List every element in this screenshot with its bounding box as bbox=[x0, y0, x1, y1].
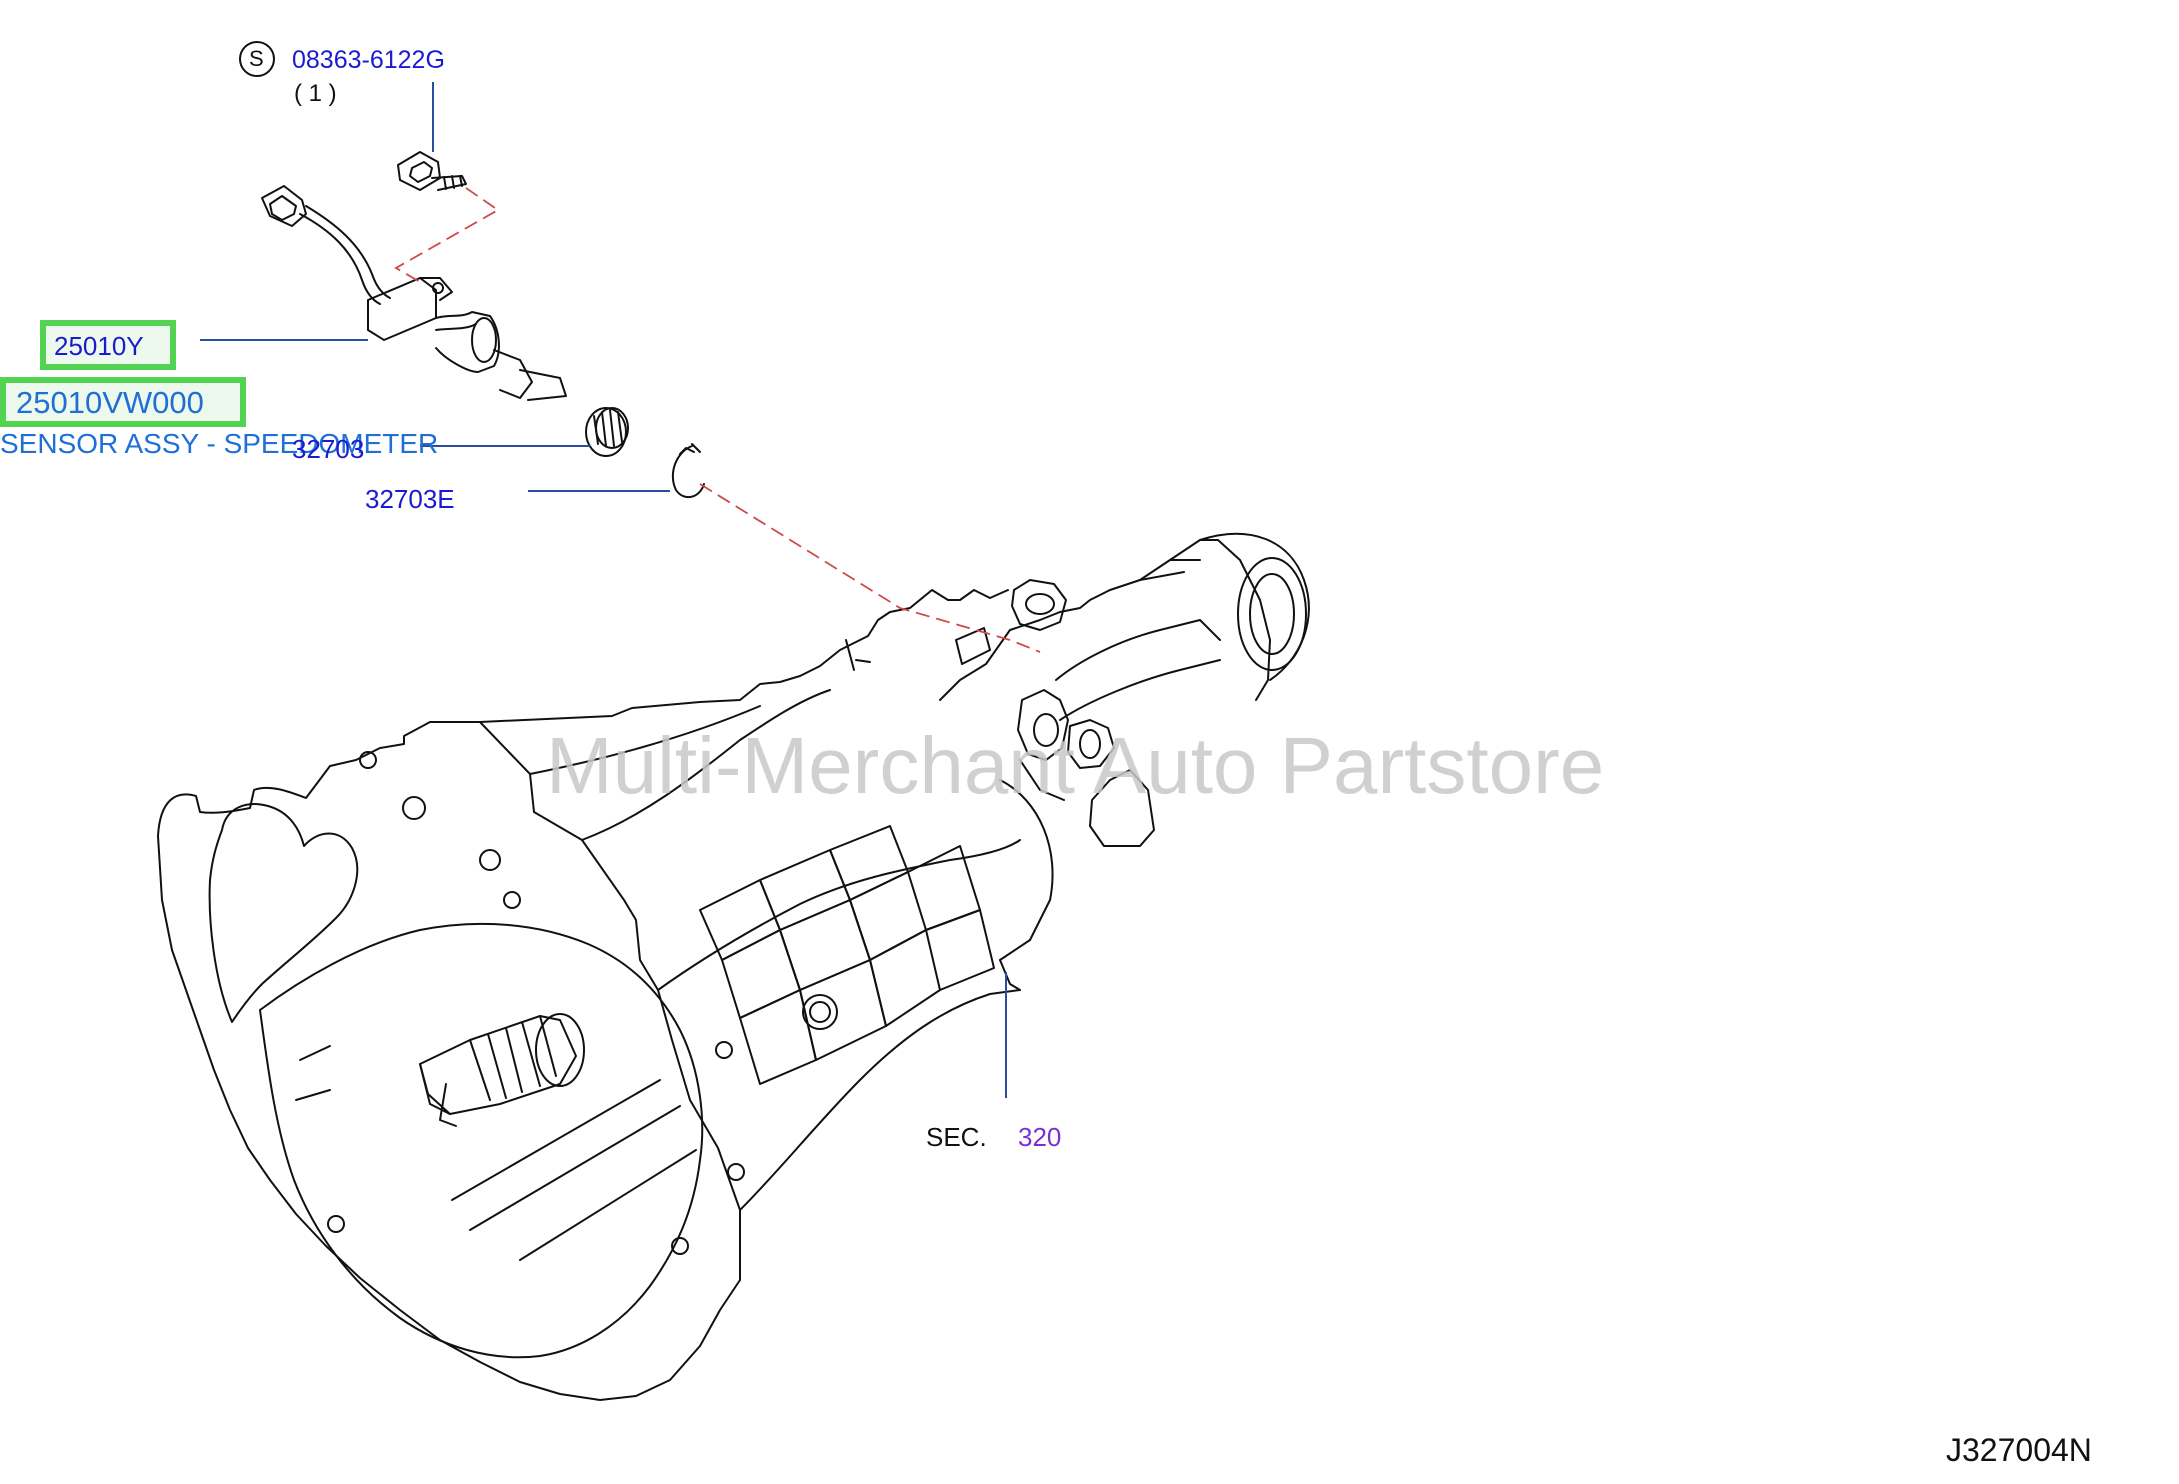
sensor-part-name: SENSOR ASSY - SPEEDOMETER bbox=[0, 428, 439, 459]
transmission-icon bbox=[157, 532, 1310, 1401]
dashed-clip-path bbox=[699, 483, 1041, 653]
diagram-code: J327004N bbox=[1946, 1432, 2092, 1468]
screw-quantity: ( 1 ) bbox=[294, 80, 337, 107]
section-number-link[interactable]: 320 bbox=[1018, 1122, 1062, 1152]
speedometer-sensor-icon bbox=[261, 185, 567, 401]
gear-code-link[interactable]: 32703 bbox=[292, 434, 365, 464]
screw-symbol-label: S bbox=[249, 46, 264, 71]
drive-gear-icon bbox=[585, 407, 629, 457]
sensor-code-link[interactable]: 25010Y bbox=[54, 331, 144, 361]
screw-symbol-circle bbox=[239, 41, 275, 77]
dashed-bolt-path bbox=[394, 187, 500, 283]
bolt-icon bbox=[397, 151, 467, 191]
screw-part-number-link[interactable]: 08363-6122G bbox=[292, 46, 445, 74]
sensor-part-number-highlight bbox=[0, 377, 246, 427]
clip-code-link[interactable]: 32703E bbox=[365, 484, 455, 514]
circlip-icon bbox=[671, 443, 705, 499]
sensor-part-number-link[interactable]: 25010VW000 bbox=[16, 385, 204, 420]
sensor-code-highlight bbox=[40, 320, 176, 370]
watermark: Multi-Merchant Auto Partstore bbox=[546, 721, 1605, 810]
section-prefix: SEC. bbox=[926, 1122, 987, 1152]
